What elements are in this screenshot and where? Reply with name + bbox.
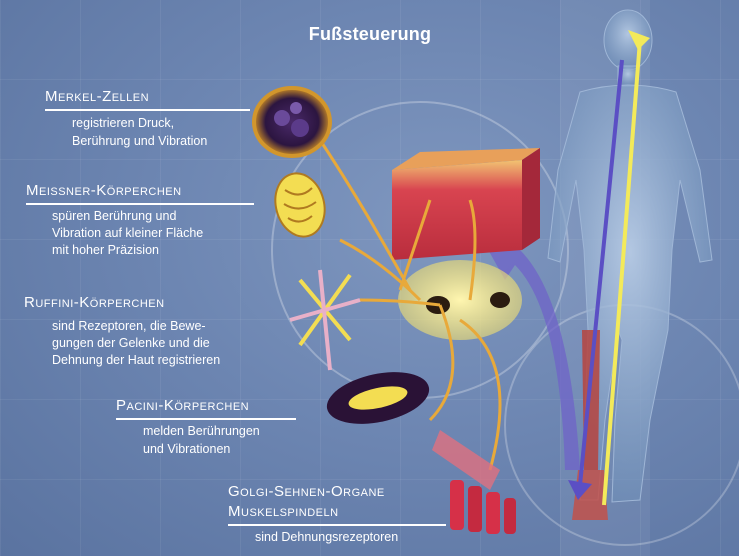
ruffini-desc-line-3: Dehnung der Haut registrieren <box>52 352 220 369</box>
merkel-desc-line-2: Berührung und Vibration <box>72 133 207 150</box>
golgi-desc-line-1: sind Dehnungsrezeptoren <box>255 529 398 546</box>
meissner-rule <box>26 203 254 205</box>
page-title: Fußsteuerung <box>295 24 445 45</box>
meissner-desc-line-3: mit hoher Präzision <box>52 242 159 259</box>
ruffini-label: Ruffini-Körperchen <box>24 294 165 311</box>
ruffini-corpuscle-illustration <box>290 270 360 370</box>
pacini-desc-line-1: melden Berührungen <box>143 423 260 440</box>
muscle-spindle-label: Muskelspindeln <box>228 503 339 520</box>
pacini-label: Pacini-Körperchen <box>116 397 249 414</box>
pacini-small-2 <box>490 292 510 308</box>
meissner-label: Meissner-Körperchen <box>26 182 182 199</box>
meissner-corpuscle-illustration <box>269 168 332 242</box>
merkel-desc-line-1: registrieren Druck, <box>72 115 174 132</box>
merkel-label: Merkel-Zellen <box>45 88 149 105</box>
merkel-rule <box>45 109 250 111</box>
golgi-label: Golgi-Sehnen-Organe <box>228 483 385 500</box>
meissner-desc-line-1: spüren Berührung und <box>52 208 176 225</box>
ruffini-desc-line-1: sind Rezeptoren, die Bewe- <box>52 318 206 335</box>
ruffini-desc-line-2: gungen der Gelenke und die <box>52 335 210 352</box>
pacini-rule <box>116 418 296 420</box>
golgi-rule <box>228 524 446 526</box>
pacini-desc-line-2: und Vibrationen <box>143 441 230 458</box>
muscle-spindle-illustration <box>432 430 516 534</box>
meissner-desc-line-2: Vibration auf kleiner Fläche <box>52 225 203 242</box>
merkel-cell-illustration <box>254 88 330 156</box>
